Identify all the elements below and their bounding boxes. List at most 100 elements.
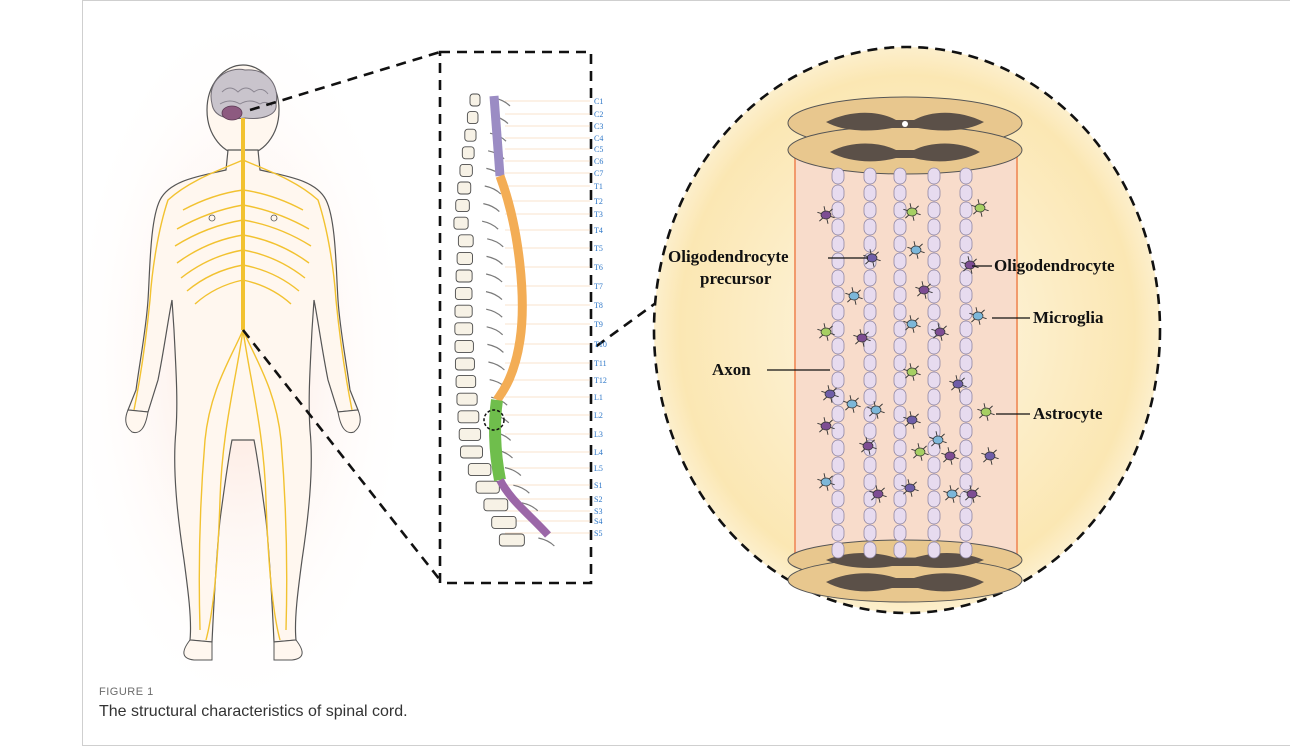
myelin-segment — [928, 406, 940, 422]
myelin-segment — [894, 270, 906, 286]
vertebra-body — [499, 534, 524, 546]
vertebra-label-c7: C7 — [594, 169, 603, 178]
myelin-segment — [832, 406, 844, 422]
myelin-segment — [894, 508, 906, 524]
myelin-segment — [928, 491, 940, 507]
myelin-segment — [832, 253, 844, 269]
vertebra-body — [455, 323, 473, 335]
vertebra-label-l4: L4 — [594, 448, 603, 457]
myelin-segment — [832, 185, 844, 201]
brain-icon — [211, 69, 277, 118]
human-body-illustration — [80, 30, 400, 690]
myelin-segment — [894, 253, 906, 269]
vertebra-label-t12: T12 — [594, 376, 607, 385]
myelin-segment — [960, 202, 972, 218]
myelin-segment — [928, 525, 940, 541]
vertebra-body — [484, 499, 508, 511]
myelin-segment — [960, 185, 972, 201]
vertebra-label-t8: T8 — [594, 301, 603, 310]
vertebra-body — [458, 182, 471, 194]
myelin-segment — [928, 389, 940, 405]
vertebra-label-t9: T9 — [594, 320, 603, 329]
vertebra-label-t6: T6 — [594, 263, 603, 272]
myelin-segment — [928, 253, 940, 269]
vertebra-label-c2: C2 — [594, 110, 603, 119]
myelin-segment — [960, 423, 972, 439]
myelin-segment — [832, 219, 844, 235]
label-microglia: Microglia — [1033, 308, 1104, 327]
myelin-segment — [864, 304, 876, 320]
myelin-segment — [832, 457, 844, 473]
myelin-segment — [832, 440, 844, 456]
vertebra-label-c3: C3 — [594, 122, 603, 131]
myelin-segment — [864, 508, 876, 524]
label-opc-2: precursor — [700, 269, 772, 288]
myelin-segment — [894, 219, 906, 235]
vertebra-body — [470, 94, 480, 106]
vertebra-label-t2: T2 — [594, 197, 603, 206]
myelin-segment — [928, 185, 940, 201]
vertebra-label-t11: T11 — [594, 359, 607, 368]
myelin-segment — [894, 423, 906, 439]
myelin-segment — [894, 185, 906, 201]
myelin-segment — [928, 508, 940, 524]
vertebra-body — [455, 288, 472, 300]
myelin-segment — [960, 542, 972, 558]
myelin-segment — [894, 457, 906, 473]
myelin-segment — [832, 304, 844, 320]
vertebra-label-t7: T7 — [594, 282, 603, 291]
myelin-segment — [960, 525, 972, 541]
myelin-segment — [894, 525, 906, 541]
myelin-segment — [928, 304, 940, 320]
myelin-segment — [864, 457, 876, 473]
vertebra-body — [456, 376, 476, 388]
myelin-segment — [960, 219, 972, 235]
myelin-segment — [894, 304, 906, 320]
myelin-segment — [928, 219, 940, 235]
myelin-segment — [928, 355, 940, 371]
myelin-segment — [960, 338, 972, 354]
vertebra-label-l3: L3 — [594, 430, 603, 439]
myelin-segment — [960, 457, 972, 473]
myelin-segment — [894, 474, 906, 490]
vertebra-body — [468, 464, 491, 476]
myelin-segment — [960, 508, 972, 524]
myelin-segment — [960, 236, 972, 252]
vertebra-body — [457, 252, 472, 264]
myelin-segment — [894, 355, 906, 371]
vertebra-label-t3: T3 — [594, 210, 603, 219]
vertebra-label-c1: C1 — [594, 97, 603, 106]
myelin-segment — [832, 355, 844, 371]
vertebra-label-c5: C5 — [594, 145, 603, 154]
vertebra-body — [467, 112, 478, 124]
label-axon: Axon — [712, 360, 751, 379]
myelin-segment — [894, 406, 906, 422]
myelin-segment — [894, 440, 906, 456]
vertebra-label-l2: L2 — [594, 411, 603, 420]
vertebra-label-s3: S3 — [594, 507, 602, 516]
myelin-segment — [864, 168, 876, 184]
myelin-segment — [864, 287, 876, 303]
vertebra-label-l5: L5 — [594, 464, 603, 473]
vertebra-body — [465, 129, 476, 141]
cervical-segment — [494, 96, 500, 176]
myelin-segment — [928, 338, 940, 354]
myelin-segment — [928, 287, 940, 303]
myelin-segment — [832, 236, 844, 252]
vertebra-label-l1: L1 — [594, 393, 603, 402]
myelin-segment — [894, 168, 906, 184]
myelin-segment — [894, 338, 906, 354]
myelin-segment — [928, 457, 940, 473]
vertebra-body — [455, 305, 472, 317]
myelin-segment — [832, 372, 844, 388]
myelin-segment — [928, 236, 940, 252]
myelin-segment — [864, 474, 876, 490]
myelin-segment — [894, 321, 906, 337]
vertebra-body — [458, 411, 479, 423]
myelin-segment — [894, 287, 906, 303]
figure-tag: FIGURE 1 — [99, 686, 154, 698]
vertebra-body — [492, 516, 516, 528]
myelin-segment — [832, 202, 844, 218]
vertebra-label-s4: S4 — [594, 517, 602, 526]
